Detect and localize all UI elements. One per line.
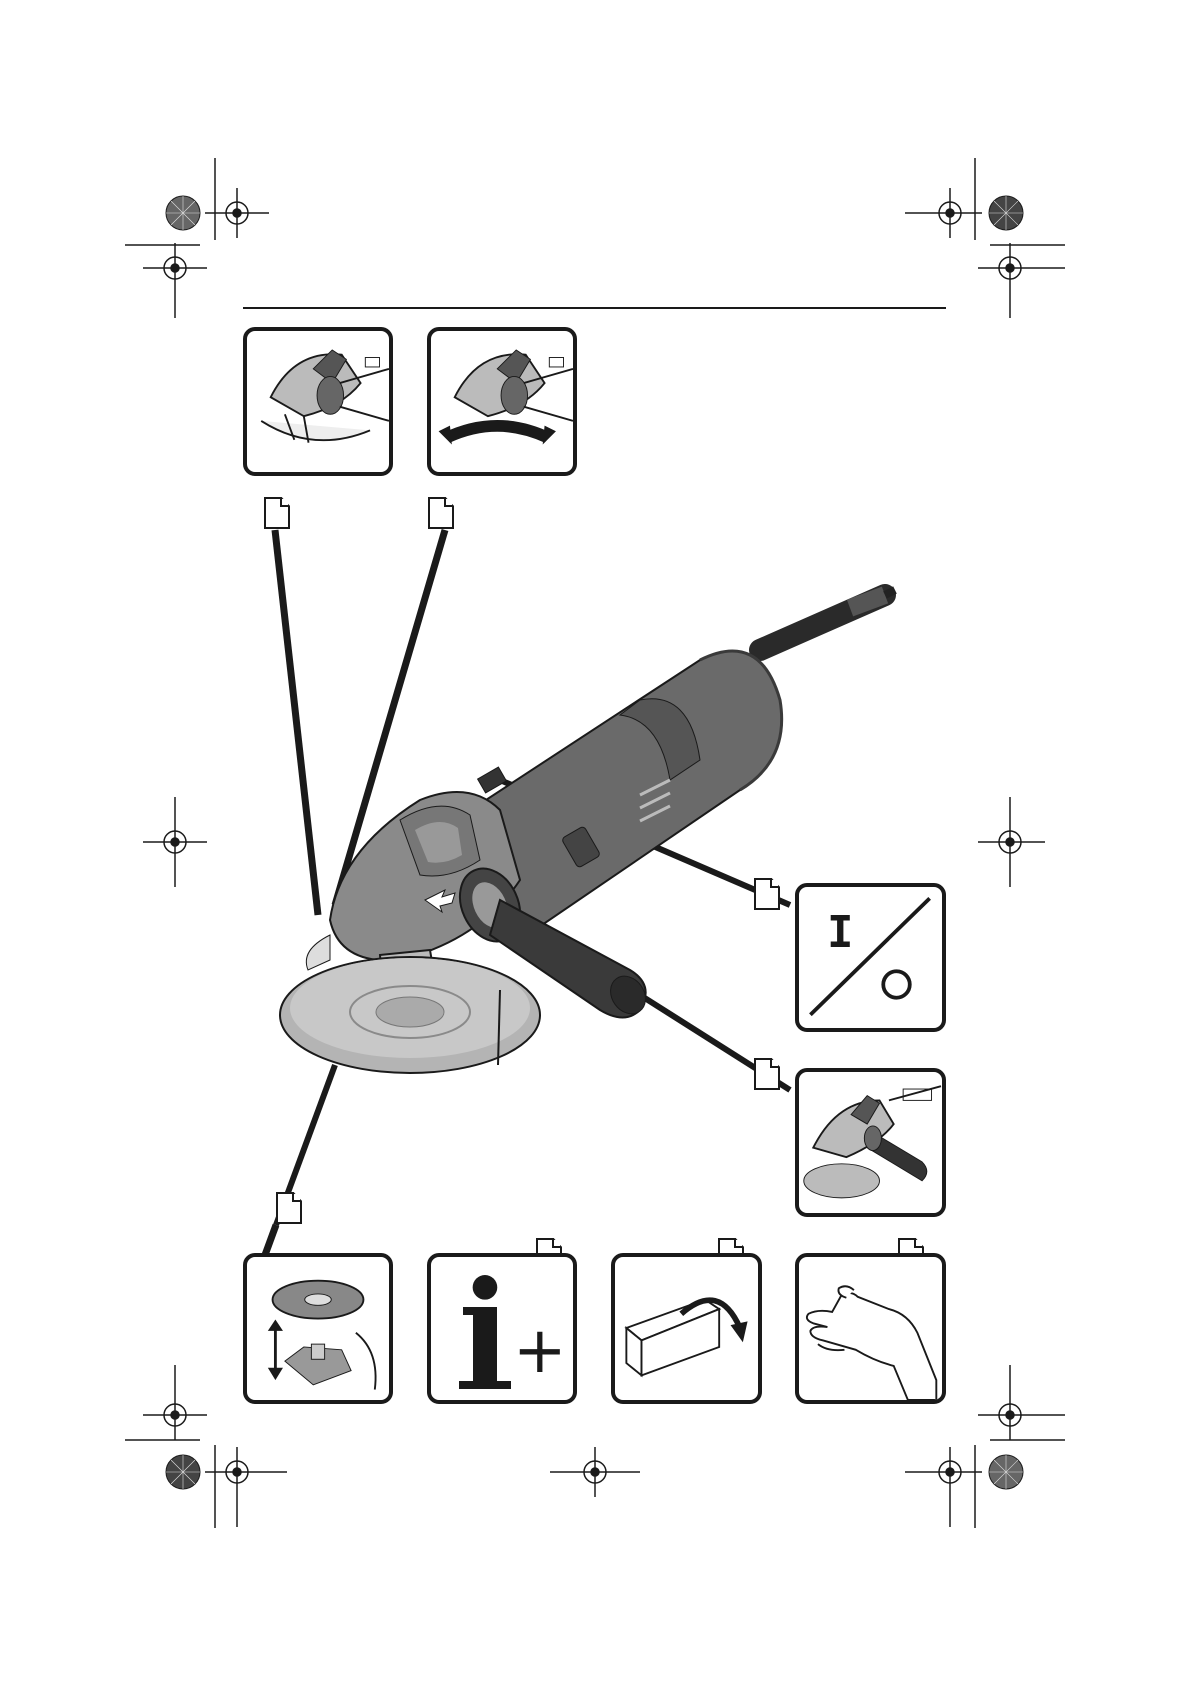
panel-disc-mount: [243, 1253, 393, 1404]
registration-mark-icon: [978, 797, 1045, 887]
leader-line-top-right: [335, 530, 445, 905]
panel-hand: [795, 1253, 946, 1404]
leader-line-switch: [500, 780, 790, 905]
registration-mark-icon: [978, 1365, 1065, 1440]
disc-mount-icon: [247, 1257, 389, 1400]
panel-switch: I: [795, 883, 946, 1032]
tag-handle: [754, 1058, 780, 1090]
tag-top-right: [428, 497, 454, 529]
grinder-side-handle-icon: [799, 1072, 942, 1213]
hand-icon: [799, 1257, 942, 1400]
box-unpack-icon: [615, 1257, 758, 1400]
tag-top-left: [264, 497, 290, 529]
panel-box: [611, 1253, 762, 1404]
panel-guard-rotate: [427, 327, 577, 476]
registration-mark-icon: [143, 243, 207, 318]
panel-guard: [243, 327, 393, 476]
info-letter: [459, 1307, 511, 1392]
registration-mark-icon: [205, 188, 269, 238]
leader-lines: [265, 530, 790, 1255]
leader-line-top-left: [275, 530, 318, 915]
registration-mark-icon: [143, 797, 207, 887]
panel-info: +: [427, 1253, 577, 1404]
on-off-switch-icon: [799, 887, 942, 1028]
registration-mark-icon: [905, 188, 982, 238]
registration-mark-icon: [205, 1447, 287, 1527]
grinder-guard-rotate-icon: [431, 331, 573, 472]
registration-mark-icon: [905, 1447, 982, 1527]
tag-disc: [276, 1192, 302, 1224]
registration-mark-icon: [550, 1447, 640, 1497]
registration-mark-icon: [978, 243, 1065, 318]
plus-sign: +: [513, 1319, 567, 1383]
registration-mark-icon: [143, 1365, 207, 1440]
on-symbol: I: [827, 907, 854, 958]
grinder-guard-icon: [247, 331, 389, 472]
panel-handle: [795, 1068, 946, 1217]
tag-switch: [754, 878, 780, 910]
